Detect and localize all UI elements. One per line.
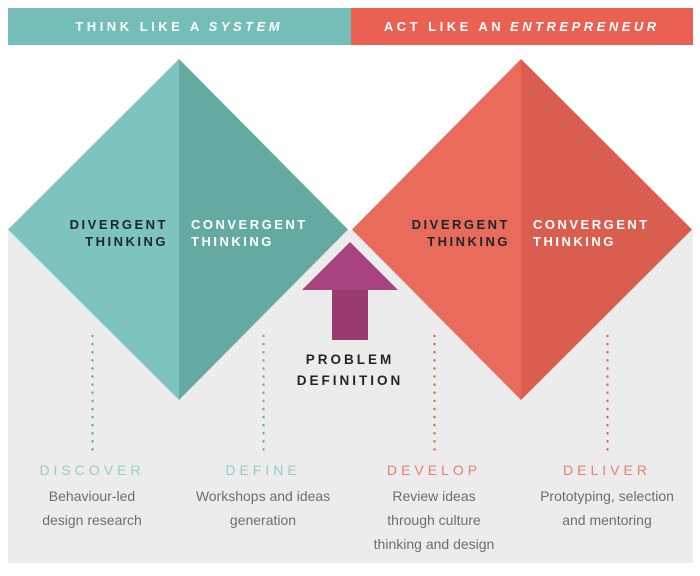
arrow-up-icon [302,242,398,290]
phase-text: Behaviour-led [48,488,136,504]
banner-left-italic: SYSTEM [208,19,284,34]
phase-text: Prototyping, selection [540,488,674,504]
label-line: PROBLEM [305,352,395,367]
label-line: DIVERGENT [69,217,168,232]
left-diamond-divergent-half [8,59,179,400]
label-line: CONVERGENT [533,217,650,232]
phase-text: and mentoring [562,512,652,528]
phase-heading-discover: DISCOVER [39,462,145,478]
label-line: THINKING [191,234,274,249]
right-diamond-convergent-label: CONVERGENT THINKING [533,216,693,250]
arrow-up-stem [332,290,368,340]
phase-deliver: DELIVER Prototyping, selection and mento… [514,461,700,532]
right-diamond-convergent-half [521,59,692,400]
left-diamond-divergent-label: DIVERGENT THINKING [0,216,168,250]
phase-heading-deliver: DELIVER [563,462,651,478]
phase-text: Workshops and ideas [195,488,331,504]
left-diamond-convergent-label: CONVERGENT THINKING [191,216,351,250]
label-line: THINKING [533,234,616,249]
phase-text: thinking and design [373,536,495,552]
phase-heading-define: DEFINE [225,462,301,478]
banner-right-italic: ENTREPRENEUR [510,19,660,34]
label-line: DEFINITION [296,373,404,388]
left-diamond-convergent-half [179,59,348,400]
phase-text: Review ideas [392,488,476,504]
label-line: CONVERGENT [191,217,308,232]
phase-text: generation [229,512,297,528]
label-line: DIVERGENT [411,217,510,232]
right-diamond-divergent-label: DIVERGENT THINKING [350,216,510,250]
phase-heading-develop: DEVELOP [386,462,482,478]
phase-develop: DEVELOP Review ideas through culture thi… [341,461,527,556]
phase-discover: DISCOVER Behaviour-led design research [0,461,185,532]
label-line: THINKING [427,234,510,249]
problem-definition-label: PROBLEM DEFINITION [270,349,430,391]
phase-text: design research [42,512,142,528]
label-line: THINKING [85,234,168,249]
right-diamond-divergent-half [352,59,521,400]
phase-define: DEFINE Workshops and ideas generation [170,461,356,532]
phase-text: through culture [387,512,481,528]
